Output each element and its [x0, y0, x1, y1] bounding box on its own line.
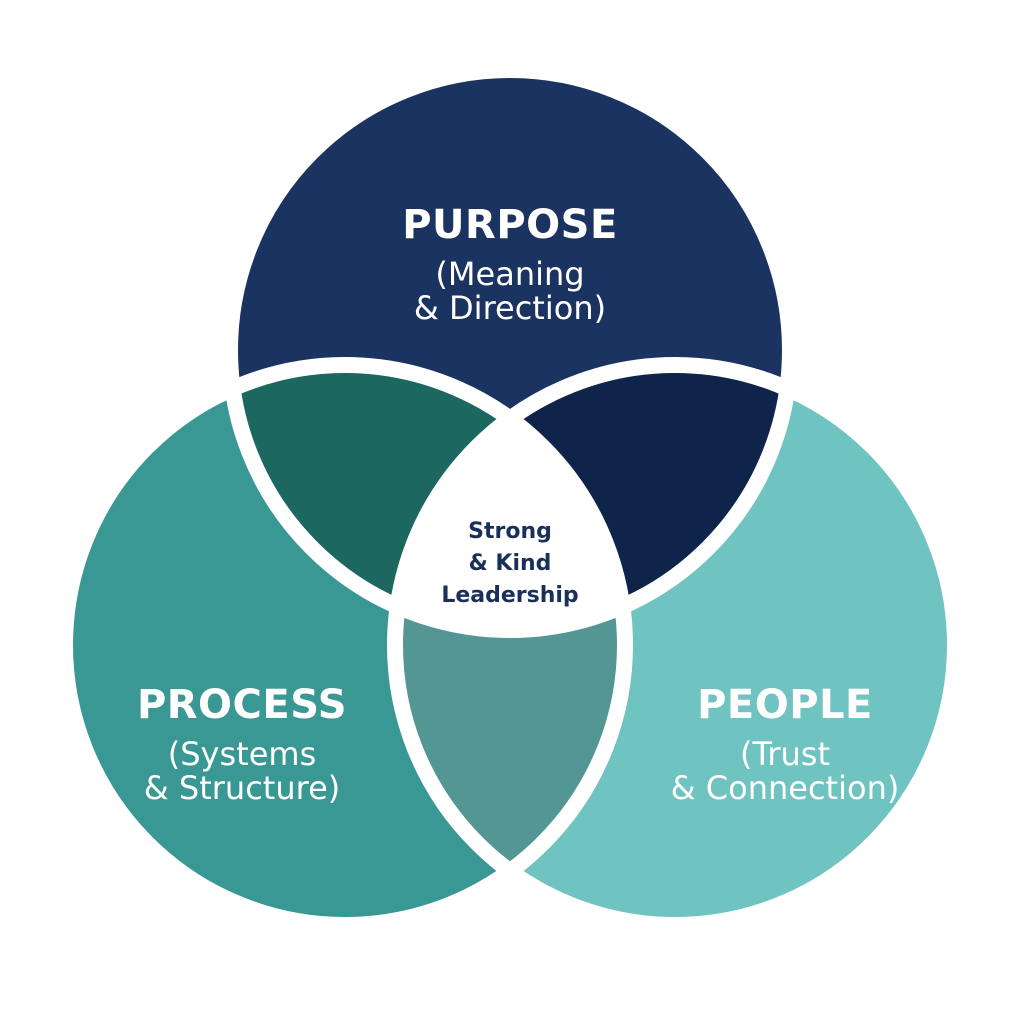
purpose-label: PURPOSE (Meaning & Direction) — [360, 205, 660, 325]
process-title: PROCESS — [136, 682, 348, 728]
purpose-title: PURPOSE — [402, 202, 618, 248]
process-label: PROCESS (Systems & Structure) — [92, 685, 392, 805]
center-label: Strong & Kind Leadership — [420, 516, 600, 612]
people-subtitle-line1: (Trust — [740, 735, 830, 773]
purpose-subtitle-line1: (Meaning — [435, 255, 585, 293]
process-subtitle-line2: & Structure) — [143, 769, 341, 807]
people-subtitle-line2: & Connection) — [670, 769, 900, 807]
ring-process — [57, 357, 633, 933]
center-line1: Strong — [468, 519, 552, 544]
ring-purpose — [222, 62, 798, 638]
center-line2: & Kind — [468, 551, 552, 576]
people-label: PEOPLE (Trust & Connection) — [625, 685, 945, 805]
overlap-center — [395, 365, 625, 630]
people-title: PEOPLE — [697, 682, 873, 728]
ring-people — [387, 357, 963, 933]
center-line3: Leadership — [441, 583, 579, 608]
process-subtitle-line1: (Systems — [167, 735, 317, 773]
purpose-subtitle-line2: & Direction) — [413, 289, 607, 327]
